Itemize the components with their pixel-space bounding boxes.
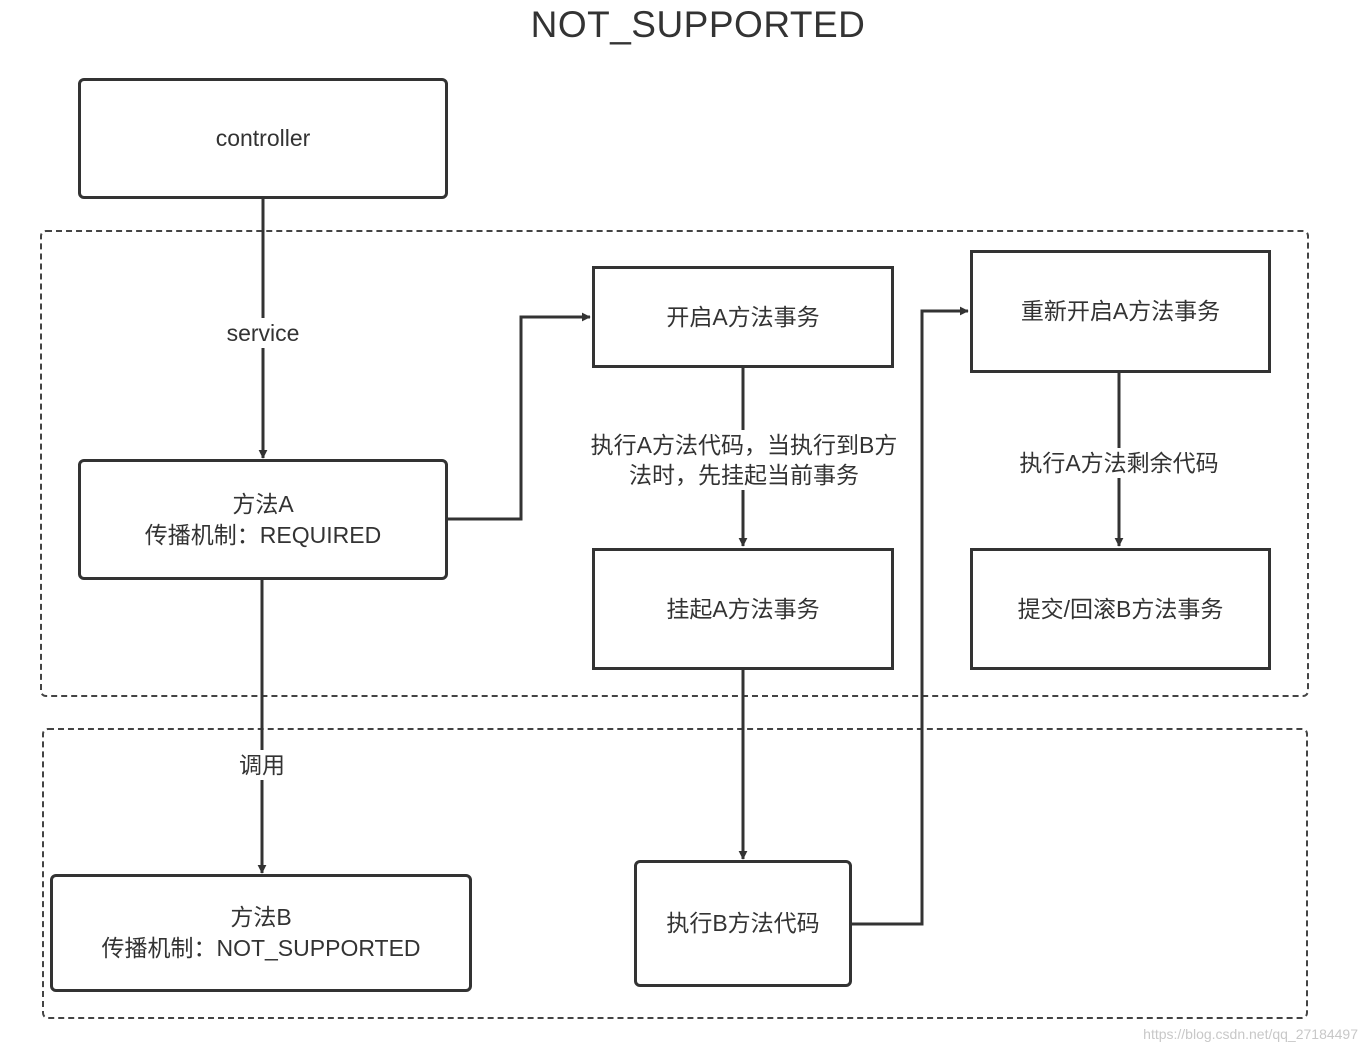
node-method-a: 方法A 传播机制：REQUIRED: [78, 459, 448, 580]
node-suspend-a-tx-label: 挂起A方法事务: [666, 595, 820, 622]
watermark: https://blog.csdn.net/qq_27184497: [1143, 1026, 1358, 1042]
edge-label-exec-a-line2: 法时，先挂起当前事务: [629, 462, 859, 488]
node-reopen-a-tx: 重新开启A方法事务: [970, 250, 1271, 373]
node-commit-rollback-b: 提交/回滚B方法事务: [970, 548, 1271, 670]
node-open-a-tx: 开启A方法事务: [592, 266, 894, 368]
group-method-b: [42, 728, 1308, 1019]
edge-exec-b-code-to-reopen-a-tx: [852, 306, 969, 926]
edge-label-exec-a-before-b: 执行A方法代码，当执行到B方 法时，先挂起当前事务: [578, 430, 910, 490]
node-exec-b-code: 执行B方法代码: [634, 860, 852, 987]
node-suspend-a-tx: 挂起A方法事务: [592, 548, 894, 670]
node-method-a-name: 方法A: [232, 490, 294, 517]
node-reopen-a-tx-label: 重新开启A方法事务: [1020, 298, 1221, 324]
node-open-a-tx-label: 开启A方法事务: [666, 303, 820, 330]
diagram-title: NOT_SUPPORTED: [530, 4, 866, 45]
edge-label-exec-a-rest: 执行A方法剩余代码: [1010, 448, 1228, 478]
node-method-b: 方法B 传播机制：NOT_SUPPORTED: [50, 874, 472, 992]
edge-label-service: service: [213, 318, 313, 348]
node-exec-b-code-label: 执行B方法代码: [666, 910, 820, 936]
node-commit-rollback-b-label: 提交/回滚B方法事务: [1017, 595, 1224, 622]
node-controller: controller: [78, 78, 448, 199]
node-method-b-propagation: 传播机制：NOT_SUPPORTED: [101, 935, 421, 961]
node-method-a-propagation: 传播机制：REQUIRED: [144, 521, 382, 548]
node-method-b-name: 方法B: [230, 904, 292, 930]
node-controller-label: controller: [215, 125, 311, 151]
edge-method-a-to-open-a-tx: [448, 312, 591, 521]
edge-label-exec-a-line1: 执行A方法代码，当执行到B方: [590, 432, 898, 458]
group-service-transaction: [40, 230, 1309, 697]
edge-label-invoke: 调用: [230, 750, 294, 780]
